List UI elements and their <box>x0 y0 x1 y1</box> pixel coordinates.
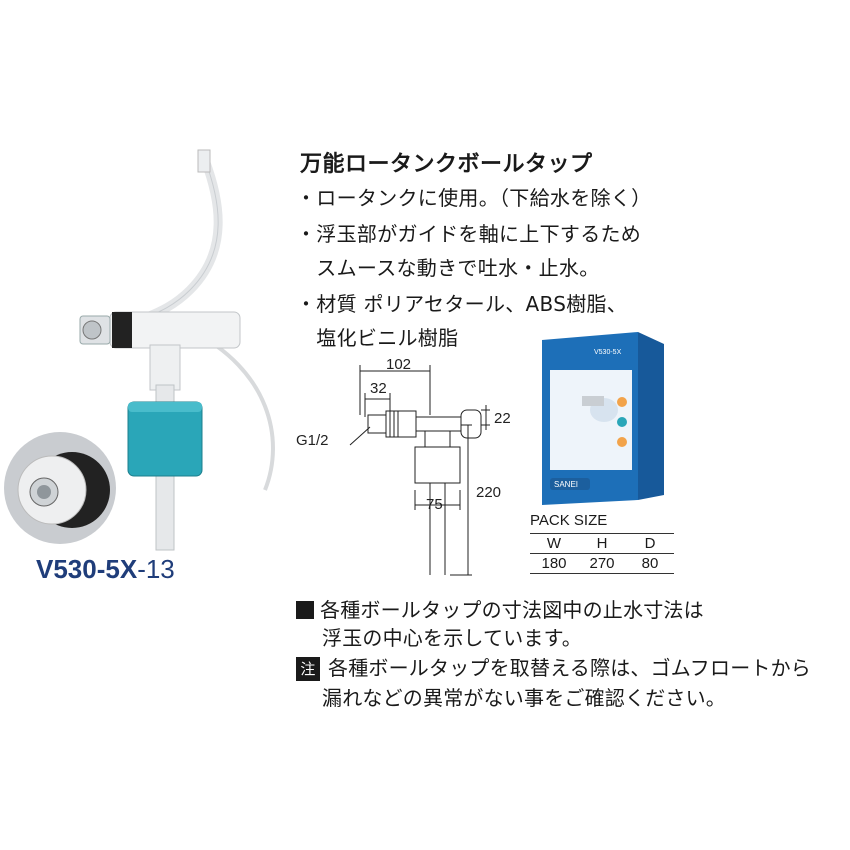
box-model: V530-5X <box>594 349 622 356</box>
inlet-closeup-image <box>4 432 116 544</box>
pack-header-d: D <box>626 533 674 554</box>
caution-mark-icon: 注 <box>296 657 320 681</box>
dimension-drawing: 102 32 22 G1/2 220 75 <box>296 356 511 576</box>
ball-tap-product-image <box>79 149 275 551</box>
pack-size: PACK SIZE W H D 180 270 80 <box>530 512 674 574</box>
dim-22: 22 <box>494 410 511 427</box>
dim-220: 220 <box>476 484 501 501</box>
box-brand: SANEI <box>554 480 578 489</box>
pack-value-d: 80 <box>626 553 674 574</box>
dim-75: 75 <box>426 496 443 513</box>
pack-value-w: 180 <box>530 553 578 574</box>
note-2-cont: 漏れなどの異常がない事をご確認ください。 <box>322 686 726 710</box>
note-1: 各種ボールタップの寸法図中の止水寸法は <box>296 594 704 623</box>
note-1-cont: 浮玉の中心を示しています。 <box>322 626 582 650</box>
pack-header-w: W <box>530 533 578 554</box>
feature-bullet: ・材質 ポリアセタール、ABS樹脂、 <box>296 292 628 316</box>
dim-32: 32 <box>370 380 387 397</box>
pack-size-table: W H D 180 270 80 <box>530 533 674 574</box>
model-number: V530-5X-13 <box>36 554 175 584</box>
package-box-image: SANEI V530-5X <box>542 332 664 505</box>
pack-size-label: PACK SIZE <box>530 512 608 529</box>
feature-bullet: 塩化ビニル樹脂 <box>296 326 459 350</box>
dim-thread: G1/2 <box>296 432 329 449</box>
pack-value-h: 270 <box>578 553 626 574</box>
square-bullet-icon <box>296 601 314 619</box>
note-2: 注各種ボールタップを取替える際は、ゴムフロートから <box>296 652 811 681</box>
dim-102: 102 <box>386 356 411 373</box>
feature-bullet: スムースな動きで吐水・止水。 <box>296 256 600 280</box>
pack-header-h: H <box>578 533 626 554</box>
product-title: 万能ロータンクボールタップ <box>300 152 593 177</box>
feature-bullet: ・浮玉部がガイドを軸に上下するため <box>296 222 642 246</box>
feature-bullet: ・ロータンクに使用。（下給水を除く） <box>296 186 652 210</box>
